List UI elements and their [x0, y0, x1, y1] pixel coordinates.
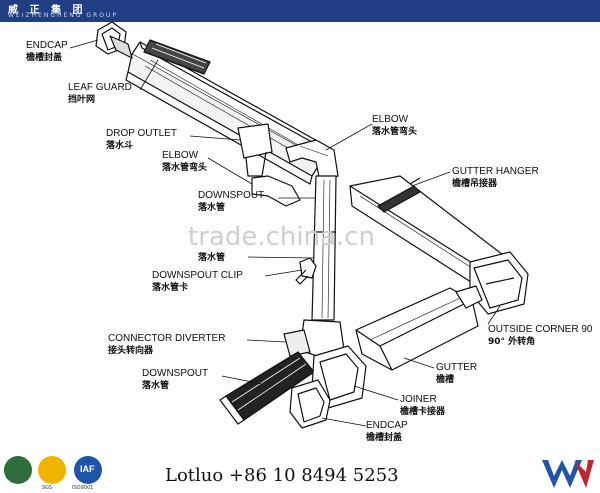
- sgs-label: SGS: [42, 485, 52, 491]
- label-elbow-left: ELBOW 落水管弯头: [162, 150, 207, 174]
- gutter-lower: [356, 288, 478, 370]
- label-leaf-guard: LEAF GUARD 挡叶网: [68, 82, 132, 106]
- label-elbow-right: ELBOW 落水管弯头: [372, 114, 417, 138]
- watermark-text: trade.china.cn: [188, 222, 375, 252]
- outside-corner: [470, 252, 528, 314]
- label-downspout-upper: DOWNSPOUT 落水管: [198, 190, 264, 214]
- endcap-top: [96, 22, 132, 58]
- upper-gutter: [126, 42, 330, 184]
- cert-seal-icon: [4, 456, 32, 484]
- label-gutter-hanger: GUTTER HANGER 檐槽吊接器: [452, 166, 539, 190]
- iaf-label: IAF: [80, 464, 95, 474]
- label-joiner: JOINER 檐槽卡接器: [400, 394, 445, 418]
- label-gutter: GUTTER 檐槽: [436, 362, 477, 386]
- label-outside-corner: OUTSIDE CORNER 90 90° 外转角: [488, 324, 592, 348]
- iso-label: ISO9001: [72, 485, 93, 491]
- label-downspout-lower: DOWNSPOUT 落水管: [142, 368, 208, 392]
- iaf-badge-icon: IAF: [74, 456, 102, 484]
- contact-line: Lotluo +86 10 8494 5253: [165, 465, 399, 486]
- label-endcap-bottom: ENDCAP 檐槽封盖: [366, 420, 408, 444]
- sgs-badge-icon: [38, 456, 66, 484]
- label-downspout-mid: 落水管: [198, 252, 225, 264]
- label-connector-diverter: CONNECTOR DIVERTER 接头转向器: [108, 333, 225, 357]
- drop-outlet: [238, 124, 272, 176]
- label-drop-outlet: DROP OUTLET 落水斗: [106, 128, 177, 152]
- brand-logo-icon: [540, 458, 596, 490]
- label-endcap-top: ENDCAP 檐槽封盖: [26, 40, 68, 64]
- label-downspout-clip: DOWNSPOUT CLIP 落水管卡: [152, 270, 243, 294]
